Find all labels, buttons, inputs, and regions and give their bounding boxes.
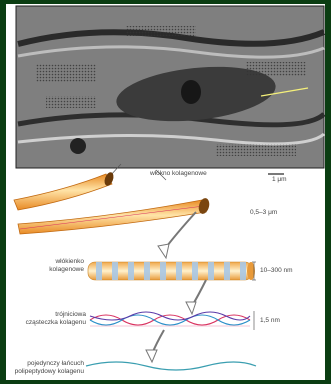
collagen-fibril [88, 262, 255, 280]
label-scale-bar: 1 μm [272, 176, 287, 184]
label-single-line1: pojedynczy łańcuch [8, 360, 84, 368]
label-triple-line1: trójniciowa [14, 311, 86, 319]
collagen-fiber [14, 171, 211, 234]
label-fibril: włókienko kolagenowe [18, 258, 84, 273]
label-collagen-fiber: włókno kolagenowe [150, 170, 207, 178]
label-fibril-line1: włókienko [18, 258, 84, 266]
label-fibril-diameter: 10–300 nm [260, 267, 293, 275]
label-triple-helix: trójniciowa cząsteczka kolagenu [14, 311, 86, 326]
triple-helix [90, 312, 250, 326]
figure-card: włókno kolagenowe 1 μm 0,5–3 μm włókienk… [6, 4, 325, 380]
electron-micrograph [16, 6, 324, 174]
label-single-line2: polipeptydowy kolagenu [8, 368, 84, 376]
label-triple-line2: cząsteczka kolagenu [14, 319, 86, 327]
label-fibril-line2: kolagenowe [18, 266, 84, 274]
label-single-chain: pojedynczy łańcuch polipeptydowy kolagen… [8, 360, 84, 375]
polypeptide-chain [86, 362, 256, 370]
label-triple-diameter: 1,5 nm [260, 317, 280, 325]
label-fiber-diameter: 0,5–3 μm [250, 209, 277, 217]
